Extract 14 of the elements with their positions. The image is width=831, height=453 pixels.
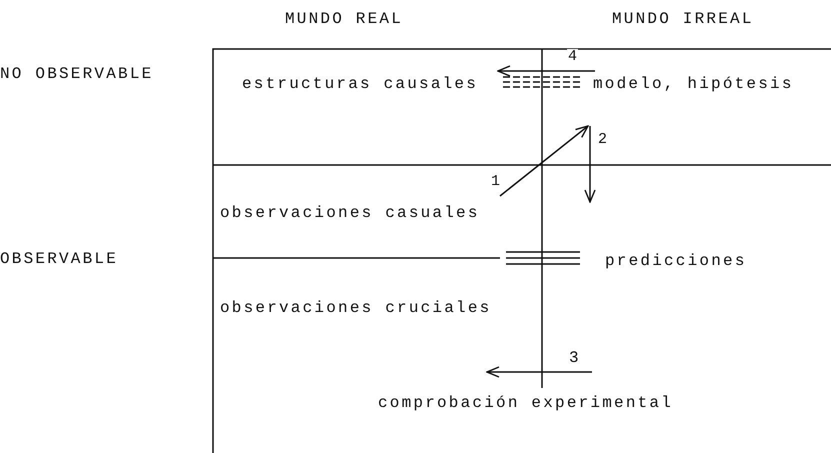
row-header: OBSERVABLE	[0, 250, 118, 268]
row-header: NO OBSERVABLE	[0, 65, 154, 83]
arrow	[584, 126, 596, 203]
node-text: modelo, hipótesis	[593, 75, 794, 93]
node-text: observaciones cruciales	[220, 299, 492, 317]
column-header: MUNDO REAL	[285, 10, 404, 28]
node-text: estructuras causales	[242, 75, 478, 93]
column-header: MUNDO IRREAL	[612, 10, 754, 28]
node-text: comprobación experimental	[378, 394, 674, 412]
node-text: observaciones casuales	[220, 204, 480, 222]
arrow	[497, 65, 595, 77]
arrow-number: 3	[569, 349, 581, 367]
node-text: predicciones	[605, 252, 747, 270]
arrow	[500, 125, 589, 197]
